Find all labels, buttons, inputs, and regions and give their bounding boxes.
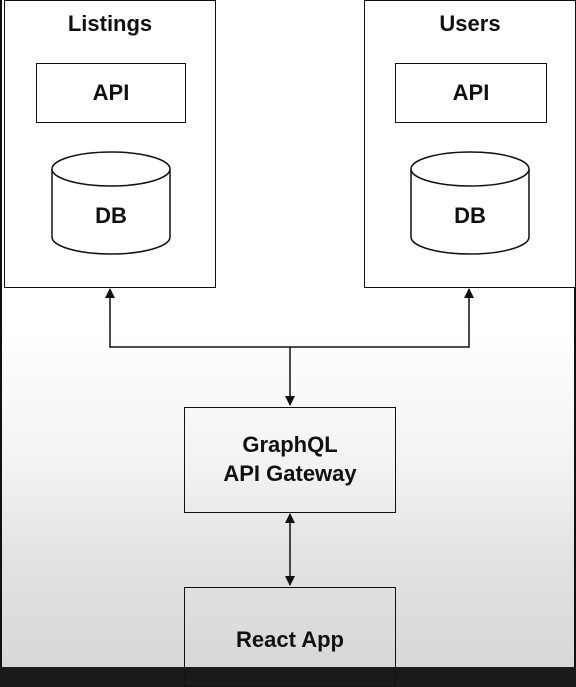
db-label: DB: [454, 203, 486, 228]
service-users: Users API DB: [364, 0, 576, 288]
api-box: API: [36, 63, 186, 123]
connector-users: [290, 288, 474, 348]
gateway-label-line1: GraphQL: [242, 432, 338, 458]
connector-listings: [105, 288, 290, 348]
gateway-node: GraphQL API Gateway: [184, 407, 396, 513]
api-box: API: [395, 63, 547, 123]
connector-layer: [105, 288, 474, 586]
react-app-label: React App: [236, 627, 344, 652]
service-title: Users: [439, 11, 501, 36]
react-app-node: React App: [184, 587, 396, 687]
database-icon: [51, 151, 171, 255]
service-listings: Listings API DB: [4, 0, 216, 288]
service-title: Listings: [67, 11, 153, 36]
database-cylinder: DB: [410, 151, 530, 255]
db-label: DB: [95, 203, 127, 228]
gateway-label-line2: API Gateway: [223, 461, 357, 486]
database-icon: [410, 151, 530, 255]
database-cylinder: DB: [51, 151, 171, 255]
